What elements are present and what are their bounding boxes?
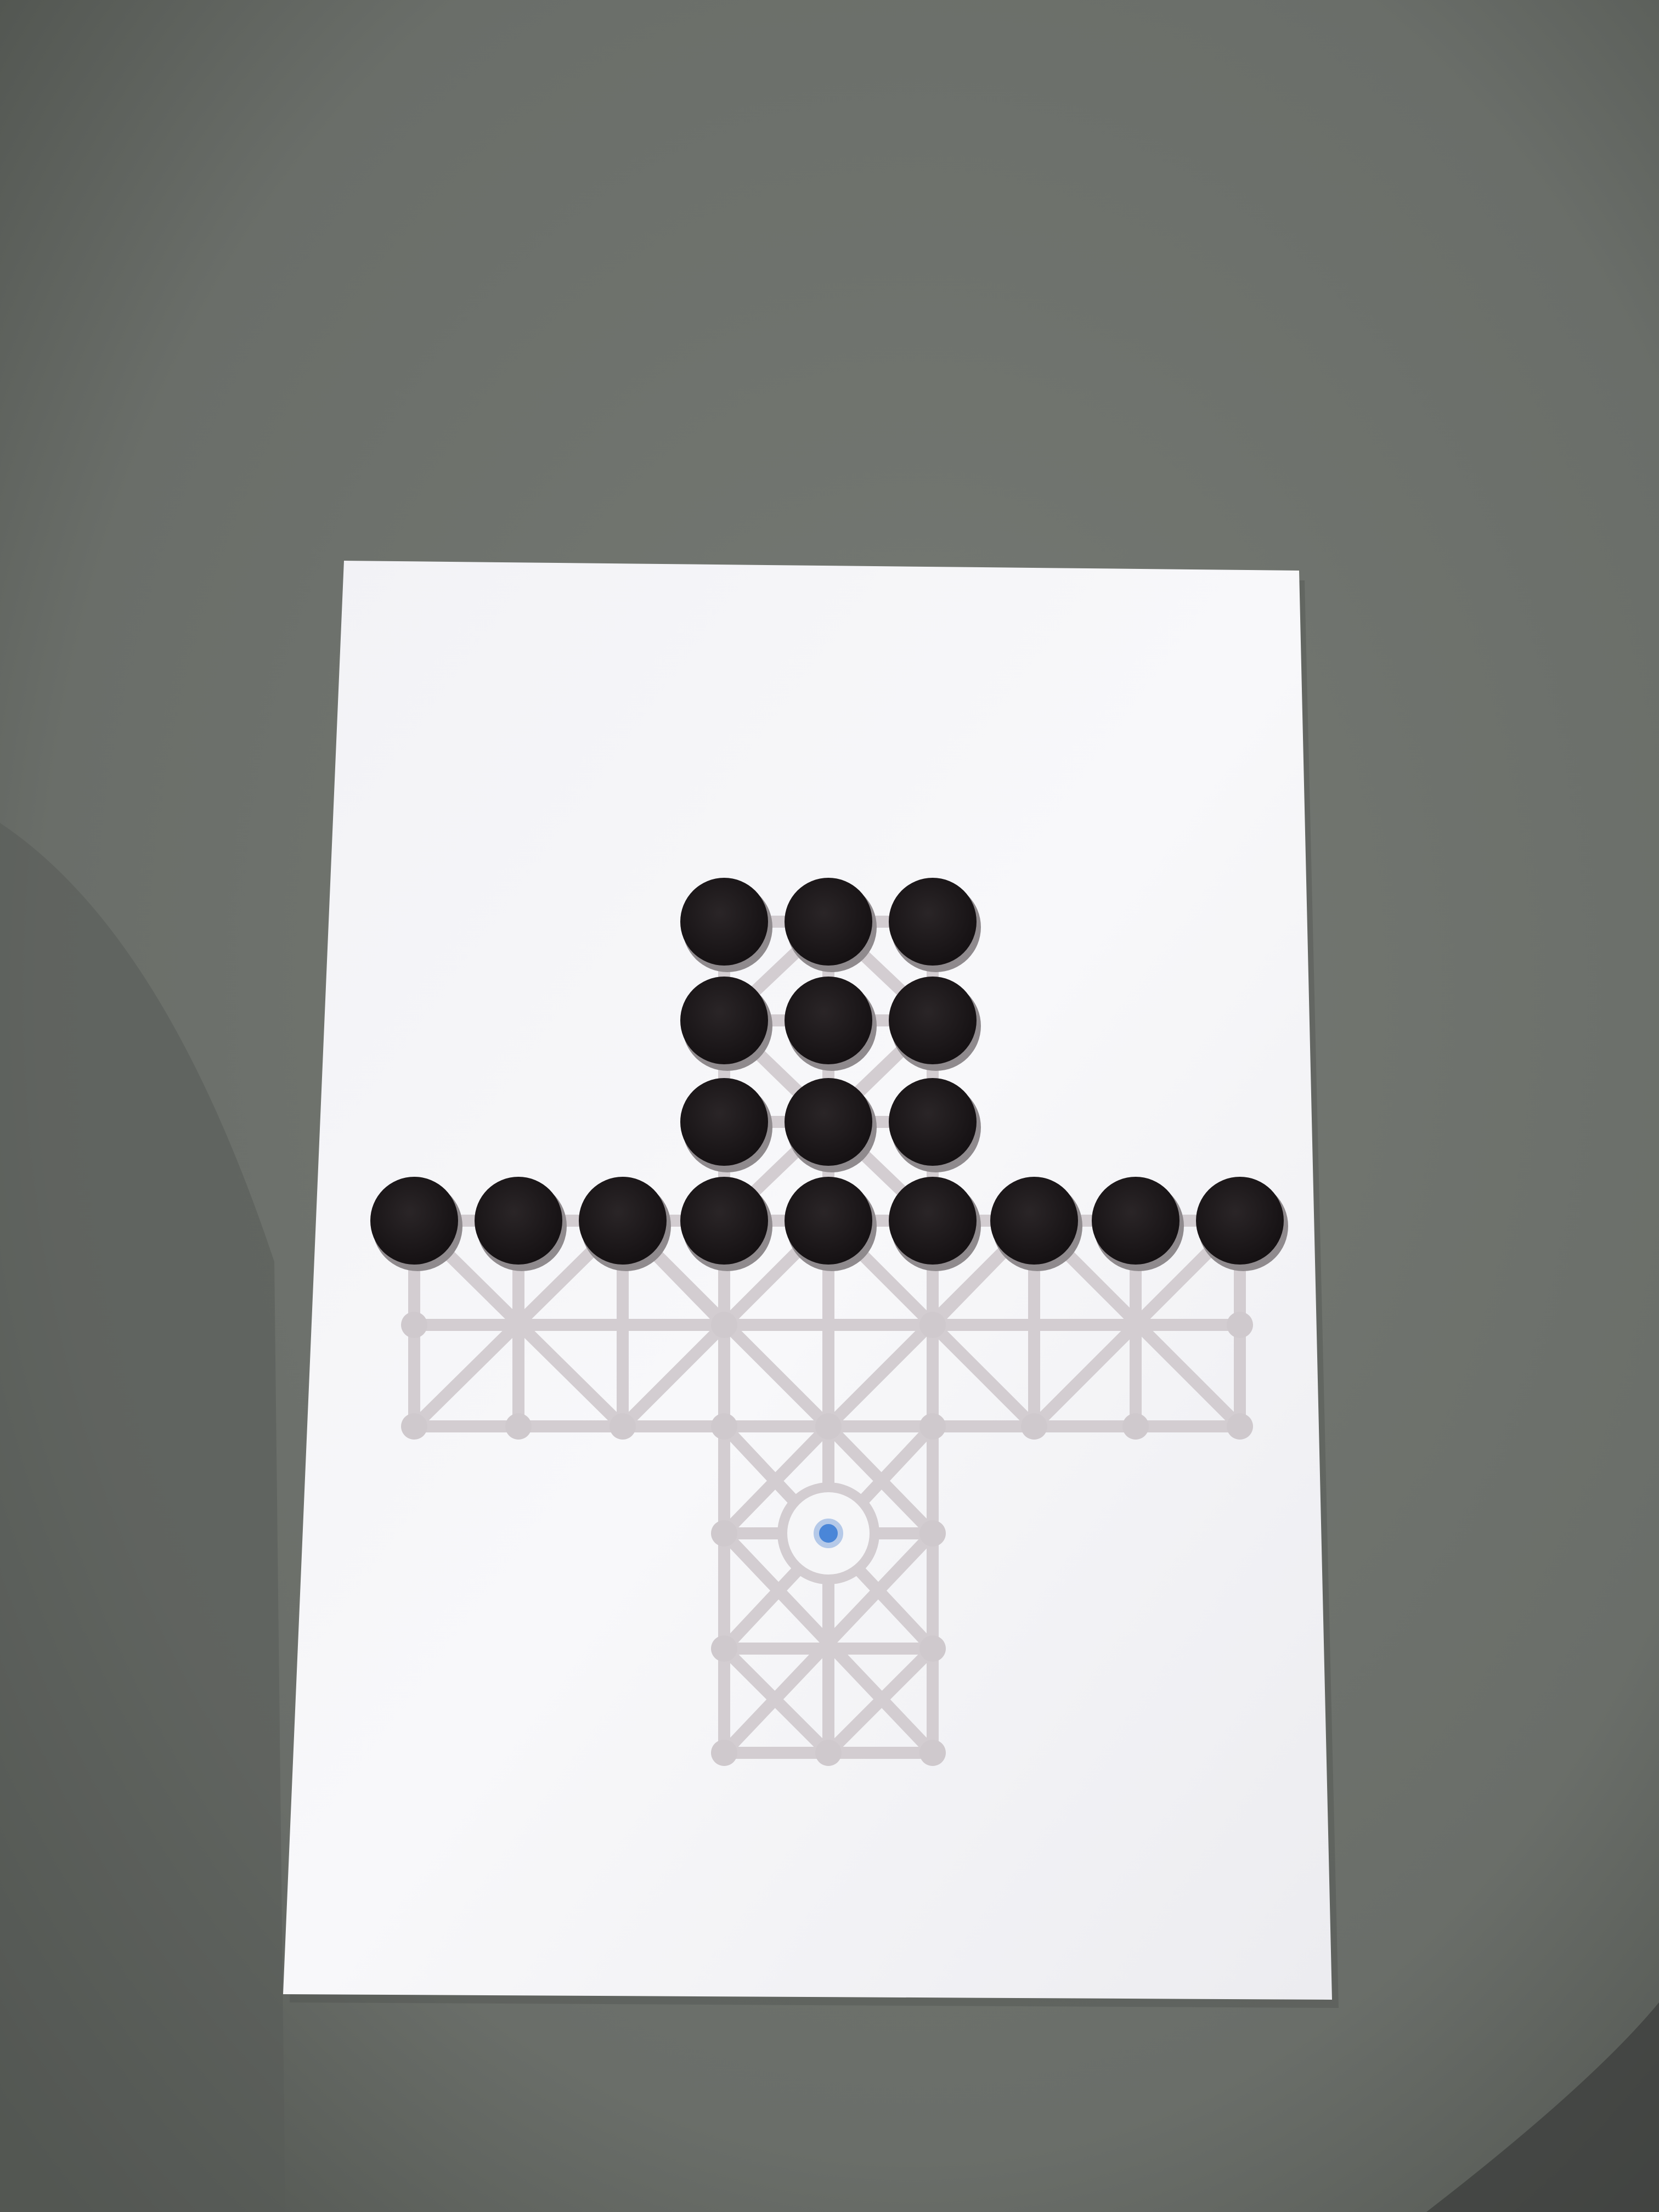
board-node (711, 1635, 737, 1662)
paper-sheet (283, 561, 1332, 2000)
board-node (401, 1413, 427, 1440)
board-node (401, 1312, 427, 1338)
board-node (505, 1413, 532, 1440)
piece-body (990, 1177, 1078, 1265)
black-piece (889, 977, 981, 1071)
piece-body (785, 977, 872, 1064)
piece-body (785, 1177, 872, 1265)
board-line (718, 1527, 939, 1759)
black-piece (1196, 1177, 1288, 1271)
piece-body (579, 1177, 667, 1265)
board-line (822, 1643, 939, 1759)
piece-body (889, 878, 977, 966)
board-node (1122, 1413, 1149, 1440)
board-node (711, 1413, 737, 1440)
black-piece (680, 878, 772, 972)
piece-body (889, 1177, 977, 1265)
board-node (919, 1635, 946, 1662)
table-edge-shadow (1426, 2002, 1659, 2212)
piece-body (785, 878, 872, 966)
board-node (711, 1520, 737, 1547)
piece-body (680, 1078, 768, 1166)
black-piece (889, 1177, 981, 1271)
piece-body (889, 977, 977, 1064)
board-line (822, 1420, 939, 1539)
board-node (1021, 1413, 1047, 1440)
board-line (1028, 1215, 1246, 1432)
table-dark-shadow (0, 823, 285, 2212)
black-piece (579, 1177, 671, 1271)
black-piece (785, 878, 877, 972)
black-piece (785, 1078, 877, 1172)
center-dot-icon (814, 1519, 843, 1548)
black-piece (370, 1177, 462, 1271)
pieces-layer (370, 878, 1288, 1271)
black-piece (889, 878, 981, 972)
board-line (718, 1643, 834, 1759)
black-piece (680, 1078, 772, 1172)
board-node (919, 1740, 946, 1766)
board-node (610, 1413, 636, 1440)
board-node (1227, 1413, 1253, 1440)
piece-body (680, 977, 768, 1064)
board-node (919, 1413, 946, 1440)
board-node (919, 1520, 946, 1547)
board-node (815, 1413, 842, 1440)
black-piece (475, 1177, 567, 1271)
black-piece (785, 977, 877, 1071)
piece-body (370, 1177, 458, 1265)
board-node (711, 1740, 737, 1766)
black-piece (680, 977, 772, 1071)
piece-body (1196, 1177, 1284, 1265)
piece-body (785, 1078, 872, 1166)
board-node (919, 1312, 946, 1338)
piece-body (889, 1078, 977, 1166)
board-node (815, 1740, 842, 1766)
black-piece (680, 1177, 772, 1271)
board-node (711, 1312, 737, 1338)
board-node (1227, 1312, 1253, 1338)
black-piece (990, 1177, 1082, 1271)
board-line (718, 1420, 834, 1539)
black-piece (1092, 1177, 1184, 1271)
piece-body (1092, 1177, 1180, 1265)
piece-body (680, 878, 768, 966)
piece-body (680, 1177, 768, 1265)
board-line (408, 1215, 629, 1432)
piece-body (475, 1177, 562, 1265)
black-piece (889, 1078, 981, 1172)
black-piece (785, 1177, 877, 1271)
